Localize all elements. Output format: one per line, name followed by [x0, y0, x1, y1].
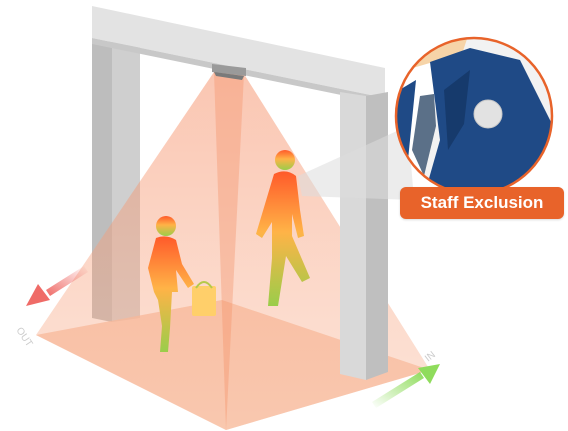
staff-exclusion-badge: Staff Exclusion — [400, 187, 564, 219]
out-label: OUT — [14, 326, 35, 350]
door-frame-front — [340, 92, 388, 380]
walking-person-figure — [256, 150, 310, 306]
people-counter-sensor — [212, 64, 246, 80]
detection-zone — [36, 72, 430, 430]
staff-name-tag-icon — [473, 99, 503, 129]
in-label: IN — [423, 350, 438, 365]
shopping-woman-figure — [148, 216, 216, 352]
callout-beam — [298, 126, 414, 200]
